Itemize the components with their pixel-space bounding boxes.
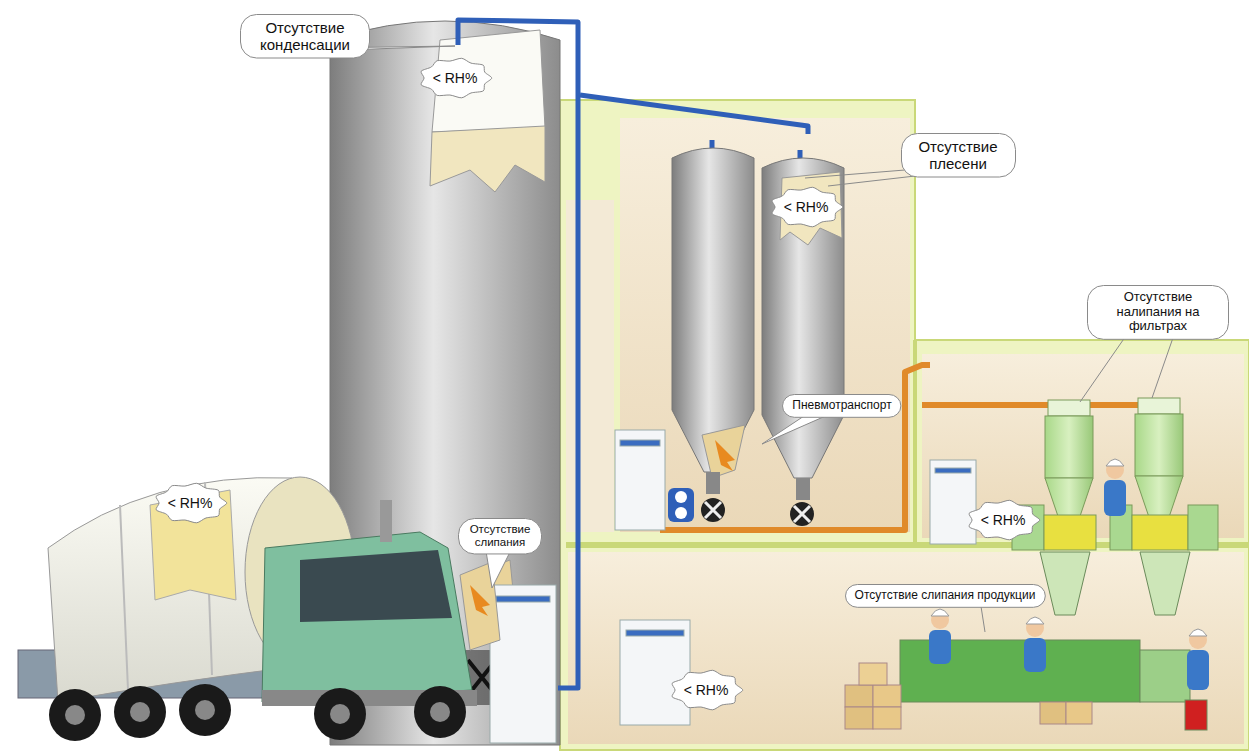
callout-tail <box>320 46 1175 632</box>
humidity-cloud: < RH% <box>770 187 843 227</box>
building <box>560 100 1249 750</box>
workers <box>929 459 1209 690</box>
node-text: < RH% <box>433 70 478 86</box>
storage-silos <box>668 148 844 526</box>
bubble-shape <box>459 518 542 553</box>
cloud-shape <box>421 58 492 98</box>
node-text: Отсутствие налипания на фильтрах <box>1097 290 1219 335</box>
packing-line <box>845 552 1207 730</box>
product-pipe <box>660 365 1160 530</box>
node-text: Отсутствие конденсации <box>250 19 360 54</box>
tanker-truck <box>18 477 500 741</box>
cloud-shape <box>672 670 743 710</box>
callout-bubble: Пневмотранспорт <box>782 394 901 418</box>
cloud-shape <box>772 187 843 227</box>
bubble-shape <box>241 14 370 58</box>
filter-machines <box>1012 398 1218 550</box>
node-text: Отсутствие слипания продукции <box>855 589 1036 603</box>
node-text: Пневмотранспорт <box>792 399 891 413</box>
callout-bubble: Отсутствие налипания на фильтрах <box>1087 285 1229 340</box>
node-text: Отсутствие плесени <box>911 138 1006 173</box>
callout-bubble: Отсутствие слипания продукции <box>845 584 1046 608</box>
node-text: < RH% <box>981 512 1026 528</box>
humidity-cloud: < RH% <box>154 483 227 523</box>
bubble-shape <box>845 585 1045 608</box>
node-text: < RH% <box>168 495 213 511</box>
cloud-shape <box>156 483 227 523</box>
humidity-cloud: < RH% <box>967 500 1040 540</box>
node-text: < RH% <box>784 199 829 215</box>
cloud-shape <box>969 500 1040 540</box>
node-text: < RH% <box>684 682 729 698</box>
bubble-shape <box>901 133 1015 177</box>
callout-bubble: Отсутствие плесени <box>901 133 1016 178</box>
callout-bubble: Отсутствие конденсации <box>240 14 370 59</box>
callout-bubble: Отсутствие слипания <box>458 518 542 554</box>
humidity-cloud: < RH% <box>419 58 492 98</box>
bubble-shape <box>783 395 901 418</box>
humidity-cloud: < RH% <box>670 670 743 710</box>
bubble-shape <box>1088 285 1229 339</box>
node-text: Отсутствие слипания <box>468 523 532 549</box>
